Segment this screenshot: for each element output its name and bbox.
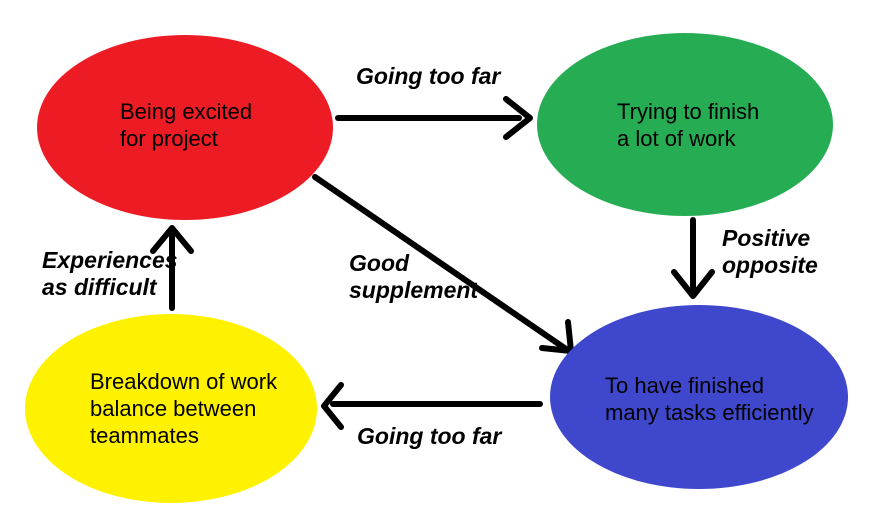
node-label-line: many tasks efficiently bbox=[605, 400, 814, 425]
edge-label-line: opposite bbox=[722, 252, 818, 278]
node-finished-many-tasks bbox=[550, 305, 848, 489]
edge-label-good-supplement: Good supplement bbox=[349, 250, 478, 304]
edge-label-line: Positive bbox=[722, 225, 811, 251]
node-label-being-excited: Being excited for project bbox=[120, 98, 252, 152]
node-label-line: Being excited bbox=[120, 99, 253, 124]
edge-label-line: Experiences bbox=[42, 247, 178, 273]
arrow-finished-to-breakdown bbox=[321, 382, 543, 430]
arrow-excited-to-trying bbox=[335, 96, 533, 140]
node-breakdown-of-work bbox=[25, 314, 317, 503]
node-label-line: balance between bbox=[90, 396, 257, 421]
node-label-line: for project bbox=[120, 126, 218, 151]
node-label-line: a lot of work bbox=[617, 126, 736, 151]
edge-label-positive-opposite: Positive opposite bbox=[722, 225, 818, 279]
node-label-line: teammates bbox=[90, 423, 199, 448]
node-label-breakdown-of-work: Breakdown of work balance between teamma… bbox=[90, 368, 277, 449]
edge-label-line: Going too far bbox=[357, 423, 502, 449]
edge-label-line: supplement bbox=[349, 277, 479, 303]
node-label-finished-many-tasks: To have finished many tasks efficiently bbox=[605, 372, 814, 426]
edge-label-line: as difficult bbox=[42, 274, 157, 300]
arrow-breakdown-to-excited bbox=[150, 225, 194, 311]
edge-label-going-too-far-bottom: Going too far bbox=[357, 423, 501, 450]
node-label-line: Trying to finish bbox=[617, 99, 760, 124]
edge-label-line: Good bbox=[349, 250, 410, 276]
node-label-line: Breakdown of work bbox=[90, 369, 278, 394]
node-trying-to-finish bbox=[537, 33, 833, 216]
edge-label-experiences-as-difficult: Experiences as difficult bbox=[42, 247, 178, 301]
node-label-line: To have finished bbox=[605, 373, 764, 398]
node-being-excited bbox=[37, 35, 333, 220]
edge-label-line: Going too far bbox=[356, 63, 501, 89]
node-label-trying-to-finish: Trying to finish a lot of work bbox=[617, 98, 759, 152]
arrow-trying-to-finished bbox=[671, 217, 715, 299]
edge-label-going-too-far-top: Going too far bbox=[356, 63, 500, 90]
